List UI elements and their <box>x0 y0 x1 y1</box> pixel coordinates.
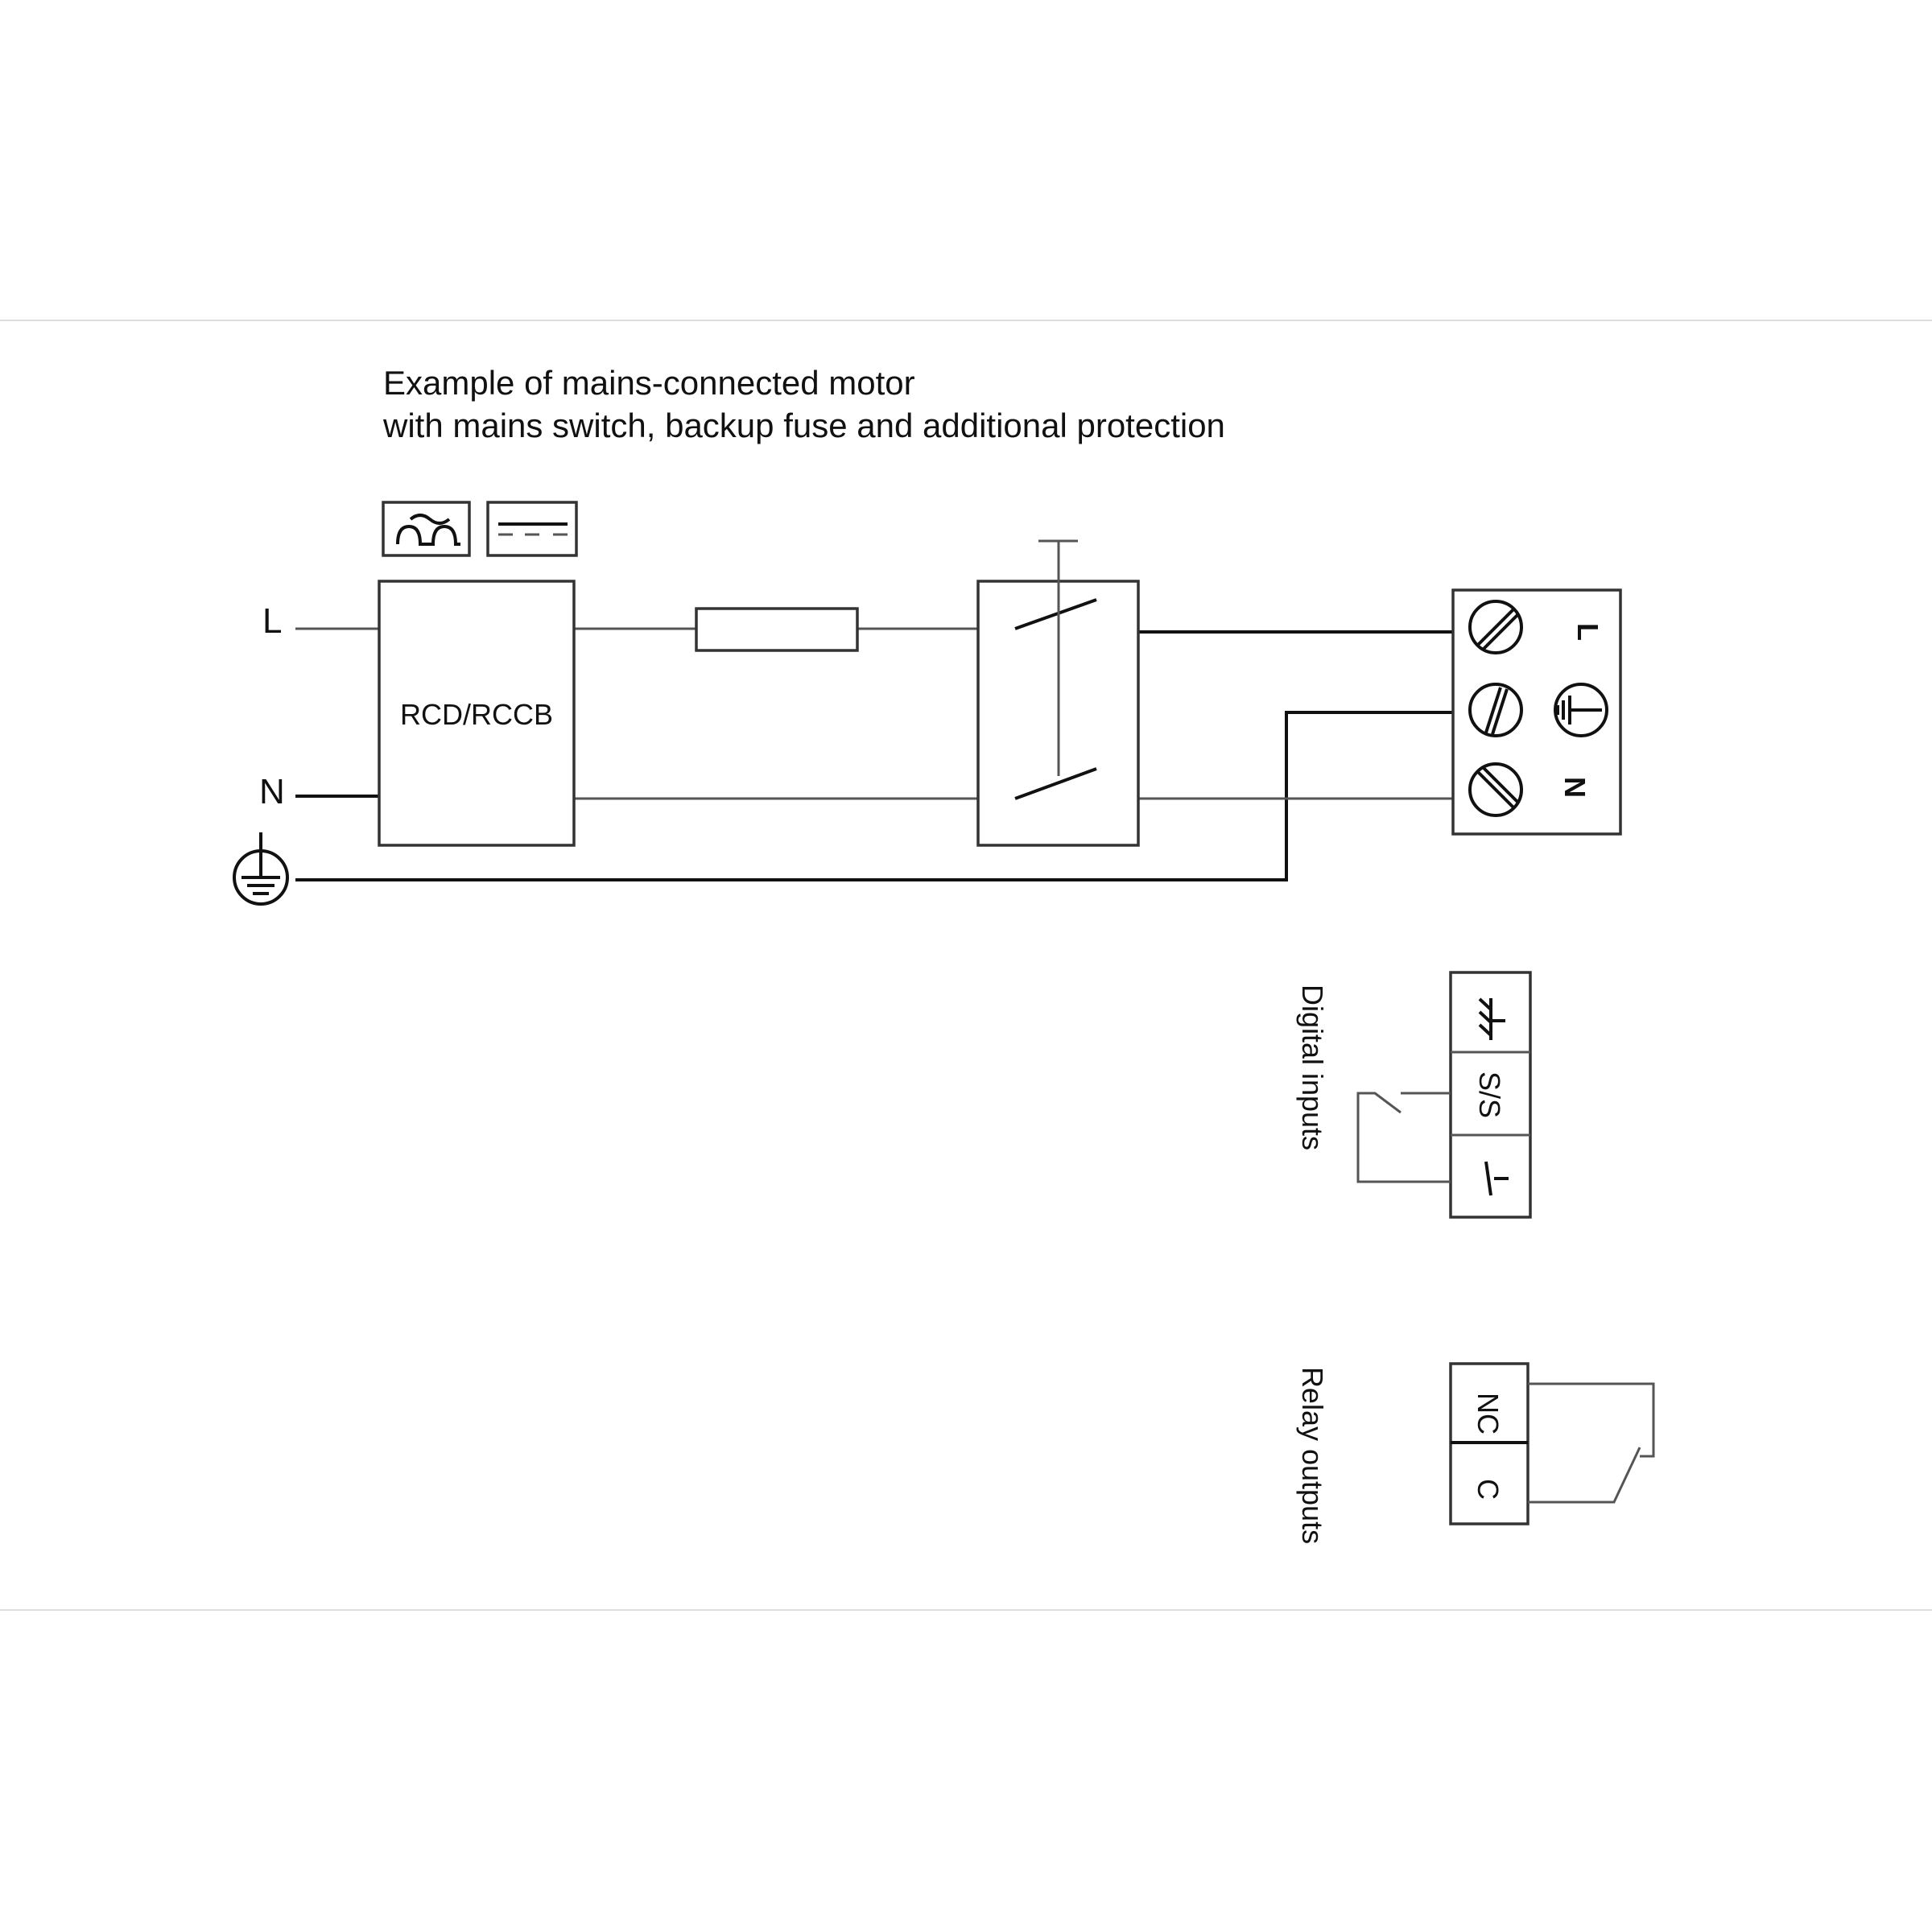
dc-icon <box>486 501 578 557</box>
switch-terminal-icon <box>1484 1161 1509 1196</box>
screw-icon <box>1468 683 1523 737</box>
nc-terminal-label: NC <box>1472 1393 1505 1435</box>
relay-outputs-title: Relay outputs <box>1296 1367 1329 1544</box>
mains-switch <box>976 539 1140 847</box>
ac-pulse-icon <box>382 501 471 557</box>
c-terminal-label: C <box>1472 1479 1505 1500</box>
screw-icon <box>1468 762 1523 817</box>
title-line-2: with mains switch, backup fuse and addit… <box>382 407 1225 444</box>
start-stop-switch-wire <box>1356 1092 1451 1183</box>
terminal-label-L: L <box>1571 623 1604 641</box>
ss-terminal-label: S/S <box>1473 1071 1506 1118</box>
wire-PE <box>295 711 1453 881</box>
digital-inputs-title: Digital inputs <box>1296 985 1329 1150</box>
title-line-1: Example of mains-connected motor <box>383 364 915 402</box>
relay-outputs-block: NC C <box>1449 1362 1530 1525</box>
earth-icon <box>233 832 289 906</box>
relay-contact-wire <box>1528 1447 1641 1504</box>
digital-inputs-block: S/S <box>1449 971 1532 1219</box>
label-L: L <box>262 601 282 641</box>
rcd-label: RCD/RCCB <box>400 698 553 731</box>
terminal-label-N: N <box>1558 777 1591 798</box>
protective-earth-icon <box>1554 683 1608 737</box>
screw-icon <box>1468 600 1523 654</box>
wire-nc <box>1528 1382 1655 1458</box>
label-N: N <box>259 772 285 811</box>
backup-fuse <box>695 607 859 652</box>
rcd-box: RCD/RCCB <box>378 580 576 847</box>
motor-terminal-block: L N <box>1451 588 1622 836</box>
ground-icon <box>1478 997 1505 1040</box>
